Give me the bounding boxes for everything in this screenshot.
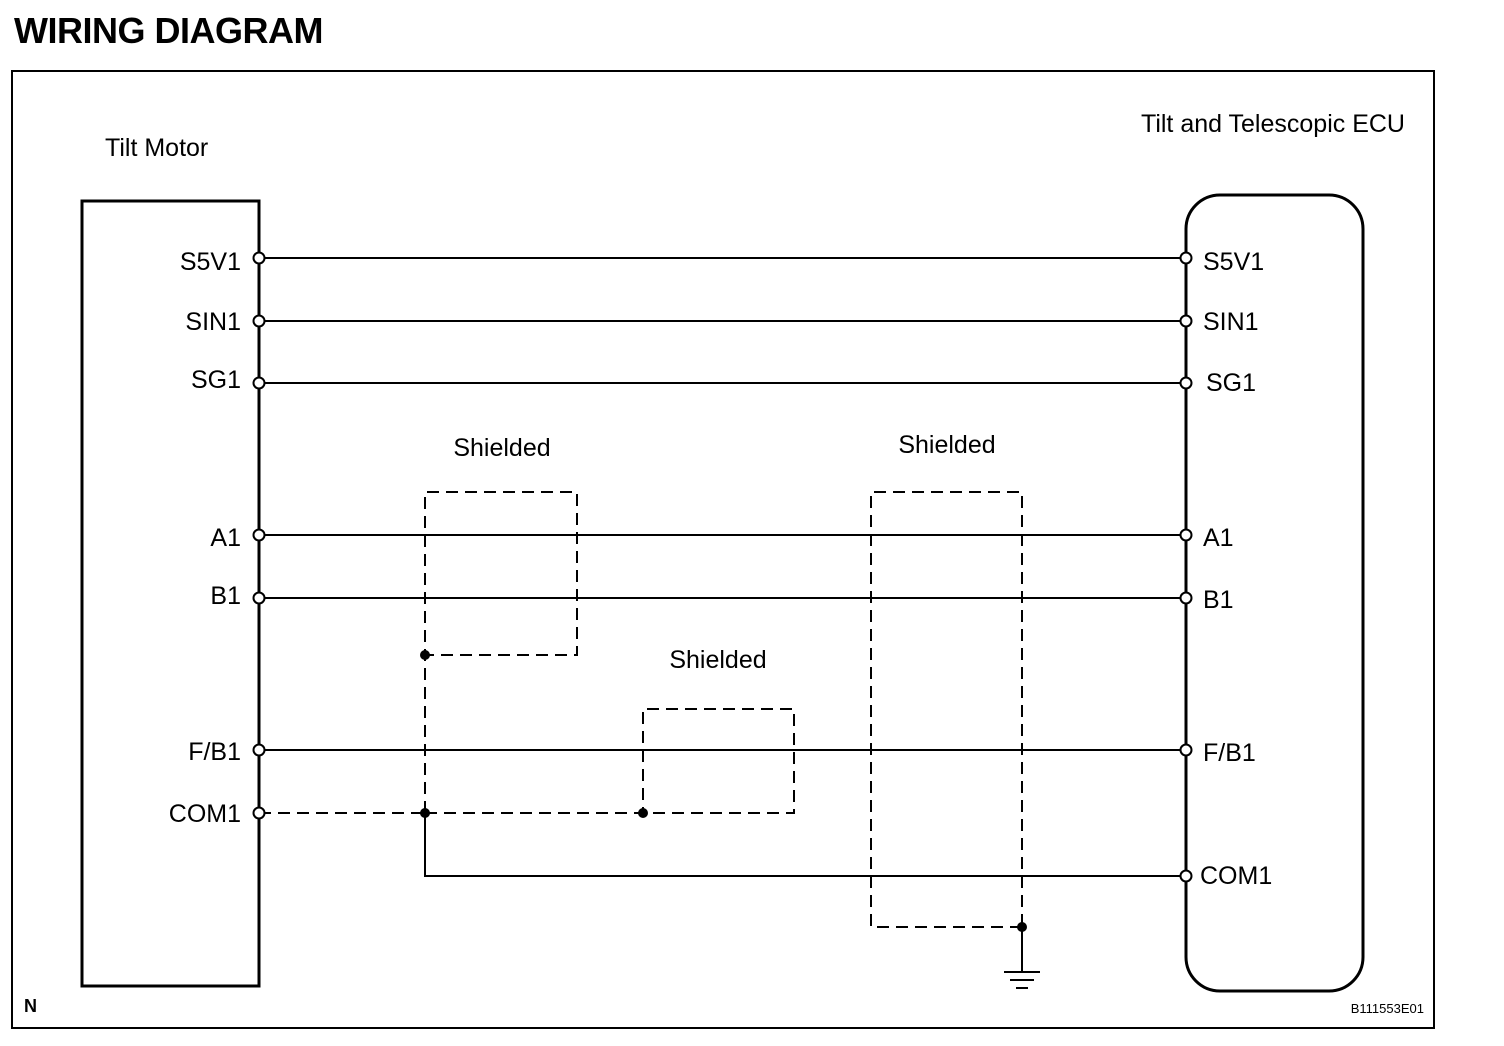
- motor-terminal-com1: [252, 806, 266, 820]
- shield-1-outline: [424, 491, 578, 813]
- ecu-label: Tilt and Telescopic ECU: [1141, 110, 1405, 138]
- motor-terminal-sin1: [252, 314, 266, 328]
- tilt-motor-label: Tilt Motor: [105, 134, 208, 162]
- ecu-terminal-sin1: [1179, 314, 1193, 328]
- shield-3-label: Shielded: [898, 431, 995, 459]
- ecu-terminal-sg1: [1179, 376, 1193, 390]
- corner-mark: N: [24, 996, 37, 1016]
- motor-terminal-s5v1: [252, 251, 266, 265]
- ecu-pin-label: B1: [1203, 586, 1234, 614]
- shield-2-label: Shielded: [669, 646, 766, 674]
- motor-pin-label: S5V1: [180, 248, 241, 276]
- motor-pin-label: SIN1: [185, 308, 241, 336]
- ecu-terminal-fb1: [1179, 743, 1193, 757]
- motor-terminal-fb1: [252, 743, 266, 757]
- motor-terminal-sg1: [252, 376, 266, 390]
- diagram-frame: [11, 70, 1435, 1029]
- shield-1-splice: [420, 650, 430, 660]
- page-title: WIRING DIAGRAM: [14, 10, 323, 51]
- motor-terminal-b1: [252, 591, 266, 605]
- ecu-terminal-com1: [1179, 869, 1193, 883]
- motor-pin-label: F/B1: [188, 738, 241, 766]
- shield-2-splice: [638, 808, 648, 818]
- ground-icon: [1004, 927, 1040, 989]
- shield-3-outline: [870, 491, 1023, 928]
- ecu-pin-label: SG1: [1206, 369, 1256, 397]
- ecu-pin-label: A1: [1203, 524, 1234, 552]
- wire-com1: [424, 813, 1186, 877]
- shield-2-outline: [425, 708, 795, 814]
- motor-terminal-a1: [252, 528, 266, 542]
- motor-pin-label: SG1: [191, 366, 241, 394]
- ecu-pin-label: F/B1: [1203, 739, 1256, 767]
- motor-pin-label: COM1: [169, 800, 241, 828]
- motor-pin-label: B1: [210, 582, 241, 610]
- motor-pin-label: A1: [210, 524, 241, 552]
- ecu-terminal-a1: [1179, 528, 1193, 542]
- ecu-terminal-s5v1: [1179, 251, 1193, 265]
- figure-code: B111553E01: [1351, 1001, 1424, 1016]
- ecu-pin-label: COM1: [1200, 862, 1272, 890]
- ecu-pin-label: SIN1: [1203, 308, 1259, 336]
- ecu-pin-label: S5V1: [1203, 248, 1264, 276]
- shield-1-label: Shielded: [453, 434, 550, 462]
- ecu-terminal-b1: [1179, 591, 1193, 605]
- com1-splice: [420, 808, 430, 818]
